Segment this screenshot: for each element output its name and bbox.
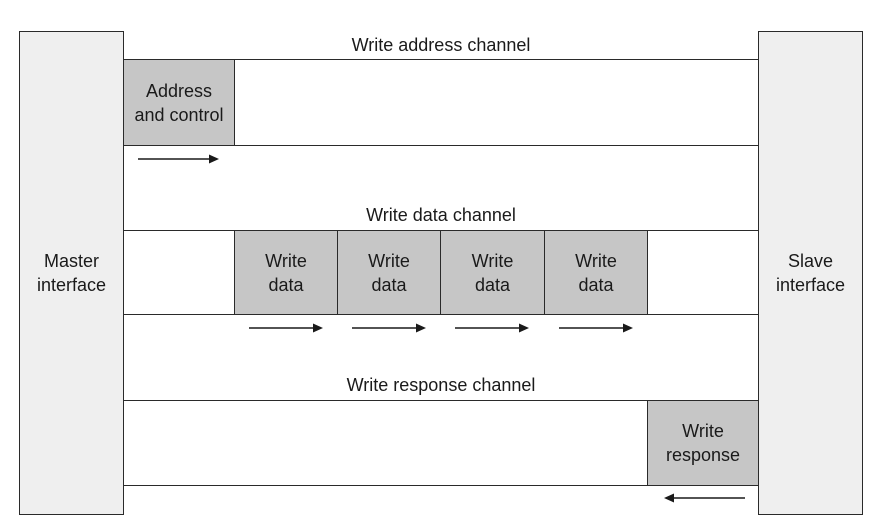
write-data-box-3-line2: data — [474, 274, 511, 295]
address-and-control-box: Address and control — [123, 59, 235, 146]
master-interface-label-line2: interface — [36, 275, 107, 295]
write-data-box-4-line2: data — [578, 274, 614, 295]
write-data-arrow-2-icon — [352, 323, 426, 333]
write-data-box-4: Write data — [544, 230, 648, 315]
write-data-box-3-line1: Write — [471, 250, 514, 271]
write-data-box-1-line2: data — [268, 274, 304, 295]
write-data-arrow-3-icon — [455, 323, 529, 333]
write-address-channel-top-line — [124, 59, 758, 60]
write-response-line1: Write — [682, 421, 724, 441]
write-data-box-1: Write data — [234, 230, 338, 315]
write-response-channel-bottom-line — [124, 485, 758, 486]
write-data-arrow-4-icon — [559, 323, 633, 333]
slave-interface: Slave interface — [758, 31, 863, 515]
write-address-arrow-icon — [138, 154, 219, 164]
write-data-box-2: Write data — [337, 230, 441, 315]
slave-interface-label-line2: interface — [775, 275, 846, 295]
address-and-control-line2: and control — [134, 104, 224, 125]
write-data-box-4-line1: Write — [575, 250, 617, 271]
write-data-arrow-1-icon — [249, 323, 323, 333]
write-address-channel-bottom-line — [124, 145, 758, 146]
master-interface: Master interface — [19, 31, 124, 515]
address-and-control-line1: Address — [145, 80, 213, 101]
write-response-box: Write response — [647, 400, 759, 486]
write-response-channel-title: Write response channel — [346, 375, 536, 395]
write-data-channel-title: Write data channel — [366, 205, 516, 225]
write-data-box-3: Write data — [440, 230, 545, 315]
slave-interface-label-line1: Slave — [787, 251, 833, 271]
write-response-channel-top-line — [124, 400, 758, 401]
write-address-channel-title: Write address channel — [351, 35, 531, 55]
write-data-box-2-line1: Write — [368, 250, 410, 271]
write-data-box-2-line2: data — [371, 274, 407, 295]
write-data-box-1-line1: Write — [265, 250, 307, 271]
write-response-line2: response — [665, 445, 741, 465]
write-response-arrow-icon — [664, 493, 745, 503]
master-interface-label-line1: Master — [43, 251, 99, 271]
